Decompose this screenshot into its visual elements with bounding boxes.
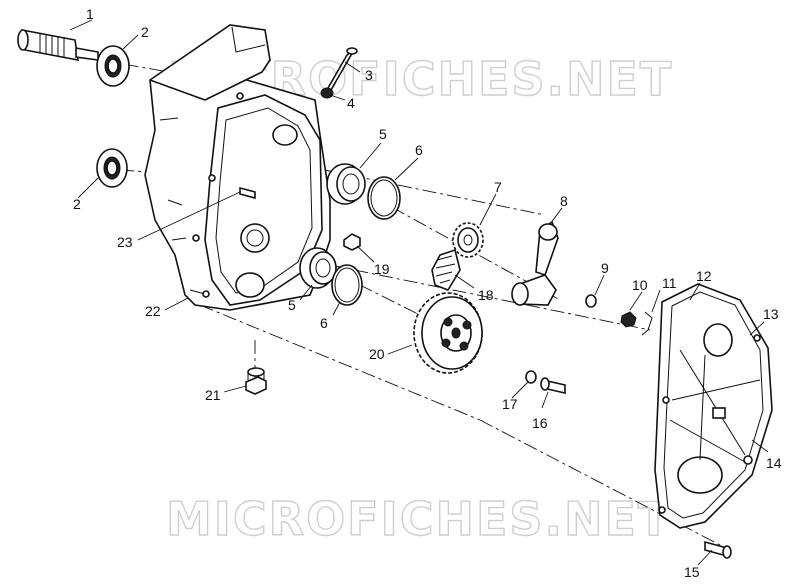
snap-ring-lower: [331, 264, 363, 306]
bearing-upper: [326, 163, 366, 205]
input-shaft: [17, 29, 99, 61]
callout-16: 16: [532, 415, 548, 431]
callout-2-upper: 2: [141, 24, 149, 40]
driven-sprocket: [413, 292, 483, 374]
flat-washer: [585, 294, 597, 308]
callout-23: 23: [117, 234, 133, 250]
callout-8: 8: [560, 193, 568, 209]
tensioner-nut: [320, 87, 334, 99]
callout-9: 9: [601, 260, 609, 276]
callout-4: 4: [347, 95, 355, 111]
chaincase-cover: [654, 283, 773, 529]
callout-14: 14: [766, 455, 782, 471]
callout-3: 3: [365, 67, 373, 83]
gear-bolt: [540, 377, 566, 395]
bearing-lower: [299, 247, 337, 289]
housing-nut: [343, 233, 361, 251]
callout-5-lower: 5: [288, 297, 296, 313]
shaft-seal-lower: [96, 148, 128, 188]
callout-18: 18: [478, 287, 494, 303]
callout-6-lower: 6: [320, 315, 328, 331]
chain-tensioner-arm: [511, 220, 559, 306]
drive-chain: [431, 248, 461, 291]
callout-7: 7: [494, 179, 502, 195]
callout-17: 17: [502, 396, 518, 412]
callout-20: 20: [369, 346, 385, 362]
cover-bolt: [704, 540, 732, 559]
callout-22: 22: [145, 303, 161, 319]
callout-10: 10: [632, 277, 648, 293]
callout-21: 21: [205, 387, 221, 403]
callout-numbers: 1 2 2 3 4 5 5 6 6 7 8 9 10 11 12 13 14 1…: [73, 6, 782, 580]
lock-nut: [620, 311, 637, 328]
callout-6-upper: 6: [415, 142, 423, 158]
callout-13: 13: [763, 306, 779, 322]
callout-leader-lines: [69, 19, 769, 566]
callout-19: 19: [374, 261, 390, 277]
drain-plug: [245, 367, 267, 395]
callout-15: 15: [684, 564, 700, 580]
cotter-pin: [641, 311, 653, 336]
watermark-bottom: MICROFICHES.NET: [166, 492, 671, 546]
drive-sprocket: [452, 222, 484, 258]
snap-ring-upper: [367, 176, 401, 220]
callout-1: 1: [86, 6, 94, 22]
callout-5-upper: 5: [379, 126, 387, 142]
chaincase-housing: [144, 24, 331, 311]
callout-11: 11: [662, 275, 677, 291]
tensioner-bolt: [323, 47, 358, 96]
gear-washer: [525, 370, 537, 384]
shaft-seal-upper: [96, 45, 130, 87]
callout-12: 12: [696, 268, 712, 284]
callout-2-lower: 2: [73, 196, 81, 212]
